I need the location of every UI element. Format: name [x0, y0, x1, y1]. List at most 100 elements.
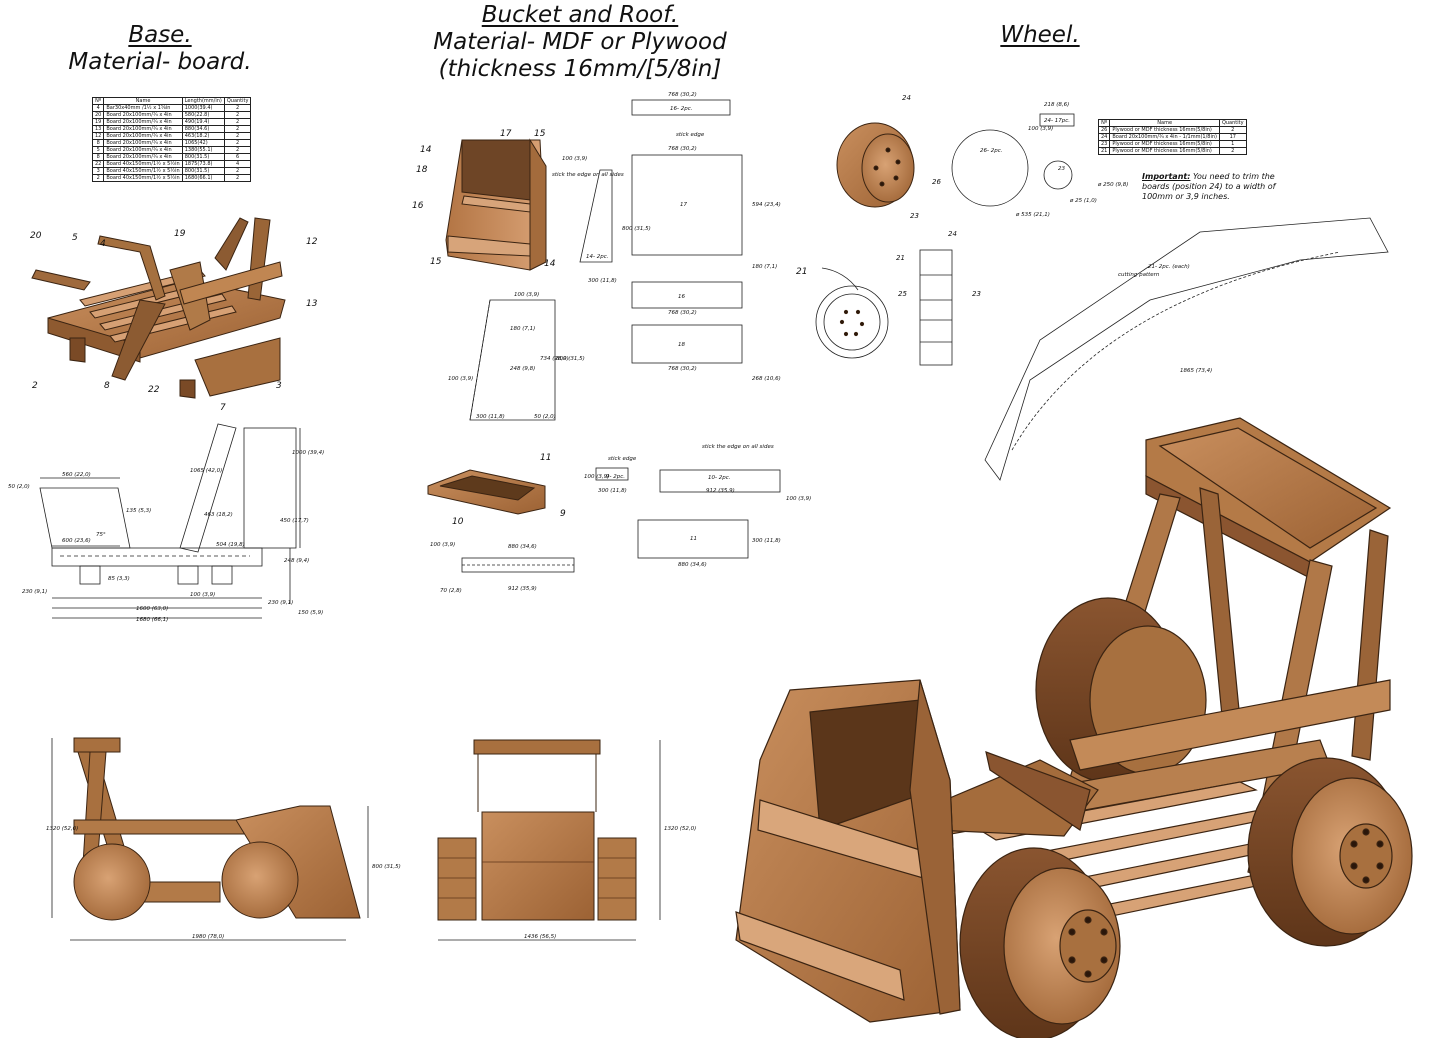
- bucket-parts-views: [469, 99, 743, 421]
- base-bom-cell: 490(19.4): [181, 118, 225, 126]
- base-bom-cell: 2: [223, 111, 252, 119]
- base-bom-cell: Board 40x150mm/1½ x 5½in: [103, 167, 183, 175]
- callout-7: 7: [220, 403, 226, 413]
- callout-12: 12: [306, 237, 318, 247]
- wheel-labels: 24 26 23 21 21 24 25 23 218 (8,6) 24- 17…: [796, 94, 1212, 374]
- base-bom-cell: 1875(73.8): [181, 160, 225, 168]
- base-bom-cell: 5: [91, 146, 105, 154]
- base-bom-cell: Board 40x150mm/1½ x 5½in: [103, 174, 183, 182]
- base-heading: Base.: [128, 22, 192, 48]
- svg-text:450 (17,7): 450 (17,7): [280, 518, 309, 524]
- svg-text:14: 14: [544, 259, 556, 269]
- rear-elevation-view: [437, 739, 661, 941]
- base-bom-cell: 2: [223, 118, 252, 126]
- svg-text:ø 25 (1,0): ø 25 (1,0): [1069, 198, 1097, 204]
- svg-text:26: 26: [932, 178, 941, 186]
- wheel-note-important: Important:: [1142, 172, 1191, 181]
- bucket-dimension-labels: 768 (30,2) 16- 2pc. stick edge 768 (30,2…: [448, 92, 781, 420]
- base-isometric-view: [31, 217, 286, 399]
- svg-text:24: 24: [902, 94, 911, 102]
- base-bom-cell: 800(31.5): [181, 153, 225, 161]
- svg-text:268 (10,6): 268 (10,6): [752, 376, 781, 382]
- svg-text:stick the edge on all sides: stick the edge on all sides: [552, 172, 624, 178]
- front-elevation-view: [51, 737, 369, 941]
- base-bom-cell: 2: [223, 125, 252, 133]
- bucket-title: Bucket and Roof. Material- MDF or Plywoo…: [420, 2, 740, 83]
- svg-text:25: 25: [898, 290, 907, 298]
- svg-text:stick edge: stick edge: [676, 132, 705, 138]
- svg-text:17: 17: [680, 202, 687, 208]
- svg-text:1980 (78,0): 1980 (78,0): [192, 934, 224, 940]
- svg-text:135 (5,3): 135 (5,3): [126, 508, 151, 514]
- svg-text:14- 2pc.: 14- 2pc.: [586, 254, 609, 260]
- base-bom-cell: Board 20x100mm/¾ x 4in: [103, 153, 183, 161]
- svg-text:24- 17pc.: 24- 17pc.: [1044, 118, 1070, 124]
- svg-text:18: 18: [416, 165, 428, 175]
- base-bom-cell: 3: [91, 167, 105, 175]
- svg-text:1600 (63,0): 1600 (63,0): [136, 606, 168, 612]
- svg-text:768 (30,2): 768 (30,2): [668, 366, 697, 372]
- wheel-bom-cell: Plywood or MDF thickness 16mm(5/8in): [1109, 147, 1220, 155]
- svg-text:218 (8,6): 218 (8,6): [1044, 102, 1069, 108]
- svg-text:50 (2,0): 50 (2,0): [534, 414, 556, 420]
- svg-text:100 (3,9): 100 (3,9): [190, 592, 215, 598]
- wheel-bom-cell: 26: [1097, 126, 1111, 134]
- base-bom-cell: 2: [223, 146, 252, 154]
- svg-text:248 (9,4): 248 (9,4): [284, 558, 309, 564]
- svg-text:16: 16: [412, 201, 424, 211]
- svg-text:150 (5,9): 150 (5,9): [298, 610, 323, 616]
- svg-text:70 (2,8): 70 (2,8): [440, 588, 462, 594]
- svg-text:21- 2pc. (each): 21- 2pc. (each): [1148, 264, 1190, 270]
- svg-text:stick edge: stick edge: [608, 456, 637, 462]
- svg-text:600 (23,6): 600 (23,6): [62, 538, 91, 544]
- svg-text:300 (11,8): 300 (11,8): [752, 538, 781, 544]
- svg-text:300 (11,8): 300 (11,8): [588, 278, 617, 284]
- svg-text:16- 2pc.: 16- 2pc.: [670, 106, 693, 112]
- base-bom-cell: 2: [223, 167, 252, 175]
- svg-text:16: 16: [678, 294, 685, 300]
- base-bom-cell: 2: [91, 174, 105, 182]
- wheel-heading: Wheel.: [1000, 22, 1080, 48]
- wheel-bom-cell: 23: [1097, 140, 1111, 148]
- svg-text:26- 2pc.: 26- 2pc.: [980, 148, 1003, 154]
- svg-text:880 (34,6): 880 (34,6): [508, 544, 537, 550]
- svg-text:180 (7,1): 180 (7,1): [752, 264, 777, 270]
- callout-22: 22: [148, 385, 160, 395]
- base-bom-cell: 2: [223, 104, 252, 112]
- wheel-bom-cell: Board 20x100mm/¾ x 4in - 1/1mm(1/8in): [1109, 133, 1220, 141]
- bucket-material: Material- MDF or Plywood: [433, 29, 727, 55]
- svg-text:912 (35,9): 912 (35,9): [508, 586, 537, 592]
- base-bom-cell: 12: [91, 132, 105, 140]
- svg-text:23: 23: [972, 290, 981, 298]
- base-bom-cell: Board 20x100mm/¾ x 4in: [103, 139, 183, 147]
- callout-4: 4: [100, 239, 106, 249]
- bucket-isometric-view: [445, 138, 547, 271]
- base-bom-header: Length(mm/in): [181, 97, 225, 105]
- svg-text:9: 9: [560, 509, 566, 519]
- base-bom-cell: 1380(55.1): [181, 146, 225, 154]
- svg-text:800 (31,5): 800 (31,5): [622, 226, 651, 232]
- base-bom-cell: 1000(39.4): [181, 104, 225, 112]
- svg-text:463 (18,2): 463 (18,2): [204, 512, 233, 518]
- callout-8: 8: [104, 381, 110, 391]
- svg-text:1436 (56,5): 1436 (56,5): [524, 934, 556, 940]
- wheel-bom-cell: 17: [1218, 133, 1247, 141]
- svg-text:230 (9,1): 230 (9,1): [268, 600, 293, 606]
- svg-text:100 (3,9): 100 (3,9): [562, 156, 587, 162]
- base-bom-cell: 8: [91, 139, 105, 147]
- svg-text:100 (3,9): 100 (3,9): [584, 474, 609, 480]
- wheel-bom-cell: 2: [1218, 126, 1247, 134]
- svg-text:100 (3,9): 100 (3,9): [786, 496, 811, 502]
- svg-text:594 (23,4): 594 (23,4): [752, 202, 781, 208]
- svg-text:248 (9,8): 248 (9,8): [510, 366, 535, 372]
